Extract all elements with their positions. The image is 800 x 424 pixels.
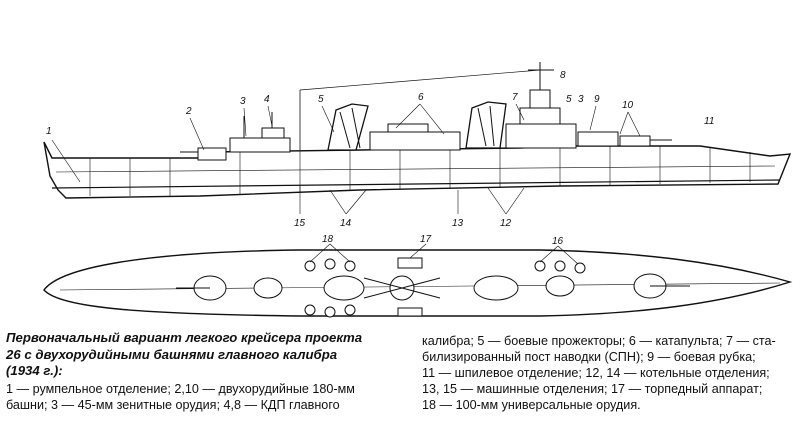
- figure-title-line: 26 с двухорудийными башнями главного кал…: [6, 346, 338, 362]
- callout-5b: 5: [566, 94, 572, 105]
- callout-7: 7: [512, 92, 518, 103]
- legend-line: билизированный пост наводки (СПН); 9 — б…: [422, 350, 756, 364]
- callout-12: 12: [500, 218, 512, 229]
- legend-line: 13, 15 — машинные отделения; 17 — торпед…: [422, 382, 763, 396]
- legend-line: калибра; 5 — боевые прожекторы; 6 — ката…: [422, 334, 776, 348]
- callout-6: 6: [418, 92, 424, 103]
- callout-11: 11: [704, 116, 714, 127]
- callout-16: 16: [552, 236, 564, 247]
- callout-labels: 1 2 3 4 5 6 7 8 5 3 9 10 11 15 14 13 12 …: [46, 70, 714, 247]
- callout-9: 9: [594, 94, 600, 105]
- callout-5: 5: [318, 94, 324, 105]
- callout-2: 2: [185, 106, 192, 117]
- callout-10: 10: [622, 100, 634, 111]
- legend-line: 11 — шпилевое отделение; 12, 14 — котель…: [422, 366, 770, 380]
- side-profile: [43, 62, 792, 215]
- callout-18: 18: [322, 234, 334, 245]
- callout-8: 8: [560, 70, 566, 81]
- legend-line: башни; 3 — 45-мм зенитные орудия; 4,8 — …: [6, 398, 340, 412]
- callout-1: 1: [46, 126, 52, 137]
- legend-left: 1 — румпельное отделение; 2,10 — двухору…: [6, 381, 418, 413]
- callout-15: 15: [294, 218, 306, 229]
- cruiser-drawing: 1 2 3 4 5 6 7 8 5 3 9 10 11 15 14 13 12 …: [43, 62, 793, 318]
- legend-line: 18 — 100-мм универсальные орудия.: [422, 398, 641, 412]
- callout-3b: 3: [578, 94, 584, 105]
- callout-14: 14: [340, 218, 352, 229]
- figure-title-line: Первоначальный вариант легкого крейсера …: [6, 330, 363, 345]
- callout-3: 3: [240, 96, 246, 107]
- legend-right: калибра; 5 — боевые прожекторы; 6 — ката…: [422, 333, 796, 413]
- deck-outline: [43, 249, 793, 317]
- plan-view: [43, 243, 793, 318]
- callout-17: 17: [420, 234, 432, 245]
- figure-title-line: (1934 г.):: [6, 363, 63, 378]
- figure-title: Первоначальный вариант легкого крейсера …: [6, 330, 418, 380]
- callout-4: 4: [264, 94, 270, 105]
- callout-13: 13: [452, 218, 464, 229]
- legend-line: 1 — румпельное отделение; 2,10 — двухору…: [6, 382, 355, 396]
